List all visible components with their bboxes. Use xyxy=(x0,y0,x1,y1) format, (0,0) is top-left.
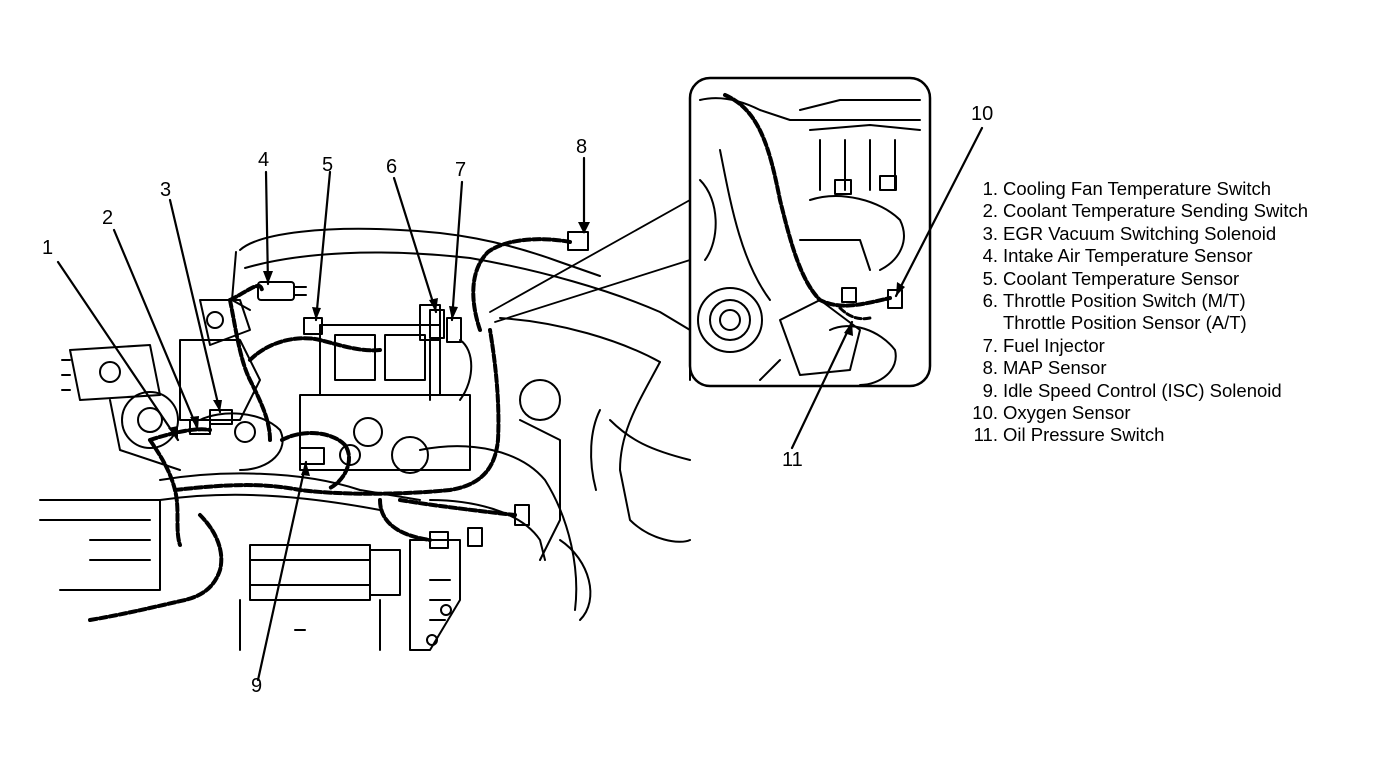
legend-item: 2.Coolant Temperature Sending Switch xyxy=(960,200,1390,222)
legend-number: 8. xyxy=(982,357,998,379)
callout-1: 1 xyxy=(42,237,54,259)
callout-4: 4 xyxy=(258,149,270,171)
legend-item: 9.Idle Speed Control (ISC) Solenoid xyxy=(960,380,1390,402)
legend-item: 7.Fuel Injector xyxy=(960,335,1390,357)
callout-7: 7 xyxy=(455,159,467,181)
engine-body-drawing xyxy=(39,227,691,651)
legend-number: 5. xyxy=(982,267,998,289)
legend-number: 7. xyxy=(982,334,998,356)
legend-label: EGR Vacuum Switching Solenoid xyxy=(1003,222,1277,244)
legend-item: 8.MAP Sensor xyxy=(960,357,1390,379)
legend-item: 11.Oil Pressure Switch xyxy=(960,424,1390,446)
callout-5: 5 xyxy=(322,154,334,176)
callout-3: 3 xyxy=(160,179,172,201)
legend-item: 6.Throttle Position Switch (M/T) xyxy=(960,290,1390,312)
callout-arrowheads xyxy=(168,222,905,476)
legend-label: Intake Air Temperature Sensor xyxy=(1003,245,1253,267)
callout-leader-lines xyxy=(56,126,984,682)
legend-label: Cooling Fan Temperature Switch xyxy=(1003,178,1272,199)
legend-label: Throttle Position Switch (M/T) xyxy=(1003,290,1246,312)
legend-label: Coolant Temperature Sending Switch xyxy=(1003,200,1309,222)
callout-2: 2 xyxy=(102,207,114,229)
legend-item: 4.Intake Air Temperature Sensor xyxy=(960,245,1390,267)
callout-8: 8 xyxy=(576,136,588,158)
legend-label: Throttle Position Sensor (A/T) xyxy=(1003,312,1247,334)
legend-number: 11. xyxy=(973,424,998,446)
legend-label: MAP Sensor xyxy=(1003,357,1107,379)
legend-label: Oxygen Sensor xyxy=(1003,402,1131,424)
callout-11: 11 xyxy=(782,449,803,471)
legend-item: 10.Oxygen Sensor xyxy=(960,402,1390,424)
legend-number: 2. xyxy=(982,200,998,222)
legend-number: 3. xyxy=(982,222,998,244)
legend-number: 1. xyxy=(982,178,998,199)
legend-item: 5.Coolant Temperature Sensor xyxy=(960,268,1390,290)
legend-number: 10. xyxy=(972,402,998,424)
legend-label: Coolant Temperature Sensor xyxy=(1003,267,1240,289)
callout-6: 6 xyxy=(386,156,398,178)
inset-detail-drawing xyxy=(489,76,932,388)
legend-label: Fuel Injector xyxy=(1003,334,1105,356)
component-legend: 1.Cooling Fan Temperature Switch 2.Coola… xyxy=(960,178,1390,447)
callout-10: 10 xyxy=(971,103,994,125)
wiring-harness-drawing xyxy=(88,237,572,622)
legend-number: 6. xyxy=(982,290,998,312)
legend-label: Oil Pressure Switch xyxy=(1003,424,1165,446)
legend-item: 3.EGR Vacuum Switching Solenoid xyxy=(960,223,1390,245)
legend-number: 9. xyxy=(982,379,998,401)
legend-number: 4. xyxy=(982,245,998,267)
callout-9: 9 xyxy=(251,675,263,697)
legend-label: Idle Speed Control (ISC) Solenoid xyxy=(1003,379,1282,401)
legend-item: 1.Cooling Fan Temperature Switch xyxy=(960,178,1390,200)
legend-item: Throttle Position Sensor (A/T) xyxy=(960,312,1390,334)
